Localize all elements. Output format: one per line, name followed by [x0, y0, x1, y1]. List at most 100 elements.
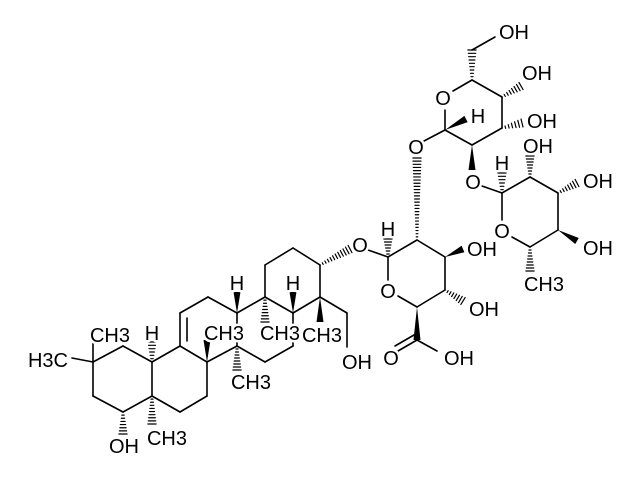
single-bond	[151, 345, 181, 363]
single-bond	[471, 36, 496, 51]
single-bond	[471, 79, 503, 98]
single-bond	[367, 249, 389, 258]
single-bond	[292, 247, 321, 266]
single-bond	[179, 345, 208, 363]
hashed-bond	[467, 49, 477, 78]
hashed-bond	[503, 81, 524, 97]
atom-label: OH	[342, 352, 372, 374]
hash-stroke	[515, 83, 521, 92]
single-bond	[122, 395, 153, 413]
bonds	[71, 36, 580, 435]
single-bond	[264, 247, 294, 266]
hash-stroke	[564, 186, 568, 192]
wedge-bond	[445, 115, 468, 130]
hash-stroke	[321, 262, 324, 265]
atom-label: OH	[444, 348, 474, 370]
hash-stroke	[344, 246, 350, 255]
hash-stroke	[559, 189, 562, 194]
single-bond	[236, 296, 266, 314]
hashed-bond	[412, 157, 422, 238]
hashed-bond	[446, 290, 466, 306]
hashed-bond	[260, 299, 270, 323]
hash-stroke	[347, 244, 353, 254]
single-bond	[264, 345, 294, 363]
atom-label: OH	[527, 111, 557, 133]
hash-stroke	[562, 188, 565, 193]
wedge-bond	[468, 145, 476, 170]
hash-stroke	[567, 184, 571, 191]
hash-stroke	[569, 182, 574, 190]
single-bond	[471, 127, 503, 146]
hash-stroke	[518, 81, 524, 91]
atom-label: O	[465, 172, 481, 194]
hash-stroke	[455, 294, 461, 302]
hash-stroke	[337, 251, 342, 258]
atom-label: CH3	[204, 323, 244, 345]
hash-stroke	[508, 89, 512, 95]
wedge-bond	[289, 292, 297, 313]
single-bond	[122, 345, 153, 363]
single-bond	[151, 395, 181, 413]
single-bond	[92, 345, 124, 363]
hash-stroke	[517, 119, 521, 128]
single-bond	[236, 345, 266, 363]
hashed-bond	[232, 348, 242, 371]
hash-stroke	[510, 87, 515, 94]
hash-stroke	[448, 291, 452, 296]
single-bond	[206, 345, 238, 363]
hash-stroke	[453, 293, 458, 300]
single-bond	[481, 185, 503, 194]
hash-stroke	[339, 249, 344, 257]
atom-label: OH	[109, 436, 139, 458]
hashed-bond	[504, 118, 524, 129]
hash-stroke	[506, 91, 509, 96]
atom-label: CH3	[302, 325, 342, 347]
wedge-bond	[558, 230, 579, 245]
atom-label: OH	[467, 239, 497, 261]
atom-label: CH3	[524, 274, 564, 296]
atom-label: OH	[583, 238, 613, 260]
hash-stroke	[446, 290, 449, 294]
hash-stroke	[451, 292, 455, 298]
single-bond	[179, 395, 208, 413]
single-bond	[319, 296, 348, 314]
single-bond	[179, 296, 209, 314]
single-bond	[394, 334, 415, 347]
atom-label: H3C	[28, 350, 68, 372]
atom-label: CH3	[260, 323, 300, 345]
atom-label: O	[494, 221, 510, 243]
atom-label: O	[435, 88, 451, 110]
hash-stroke	[574, 178, 580, 188]
hashed-bond	[383, 238, 393, 255]
hash-stroke	[520, 118, 524, 128]
single-bond	[92, 395, 124, 413]
atom-label: H	[145, 323, 159, 345]
atom-label: O	[383, 348, 399, 370]
single-bond	[452, 79, 473, 92]
single-bond	[416, 339, 438, 352]
wedge-bond	[316, 297, 324, 322]
single-bond	[511, 236, 531, 248]
single-bond	[529, 229, 559, 248]
atom-label: O	[352, 235, 368, 257]
hash-stroke	[572, 180, 577, 189]
single-bond	[444, 129, 473, 146]
hash-stroke	[329, 256, 333, 262]
hash-stroke	[503, 93, 506, 97]
hashed-bond	[525, 249, 535, 272]
atom-label: H	[381, 219, 395, 241]
atom-label: O	[380, 281, 396, 303]
hash-stroke	[507, 124, 510, 129]
single-bond	[397, 339, 418, 352]
hashed-bond	[147, 398, 157, 425]
atom-label: O	[408, 137, 424, 159]
atom-label: OH	[499, 22, 529, 44]
atom-label: H	[471, 106, 485, 128]
single-bond	[423, 129, 446, 142]
hash-stroke	[457, 295, 463, 304]
atom-label: CH3	[231, 372, 271, 394]
single-bond	[387, 239, 418, 258]
hash-stroke	[514, 121, 517, 129]
